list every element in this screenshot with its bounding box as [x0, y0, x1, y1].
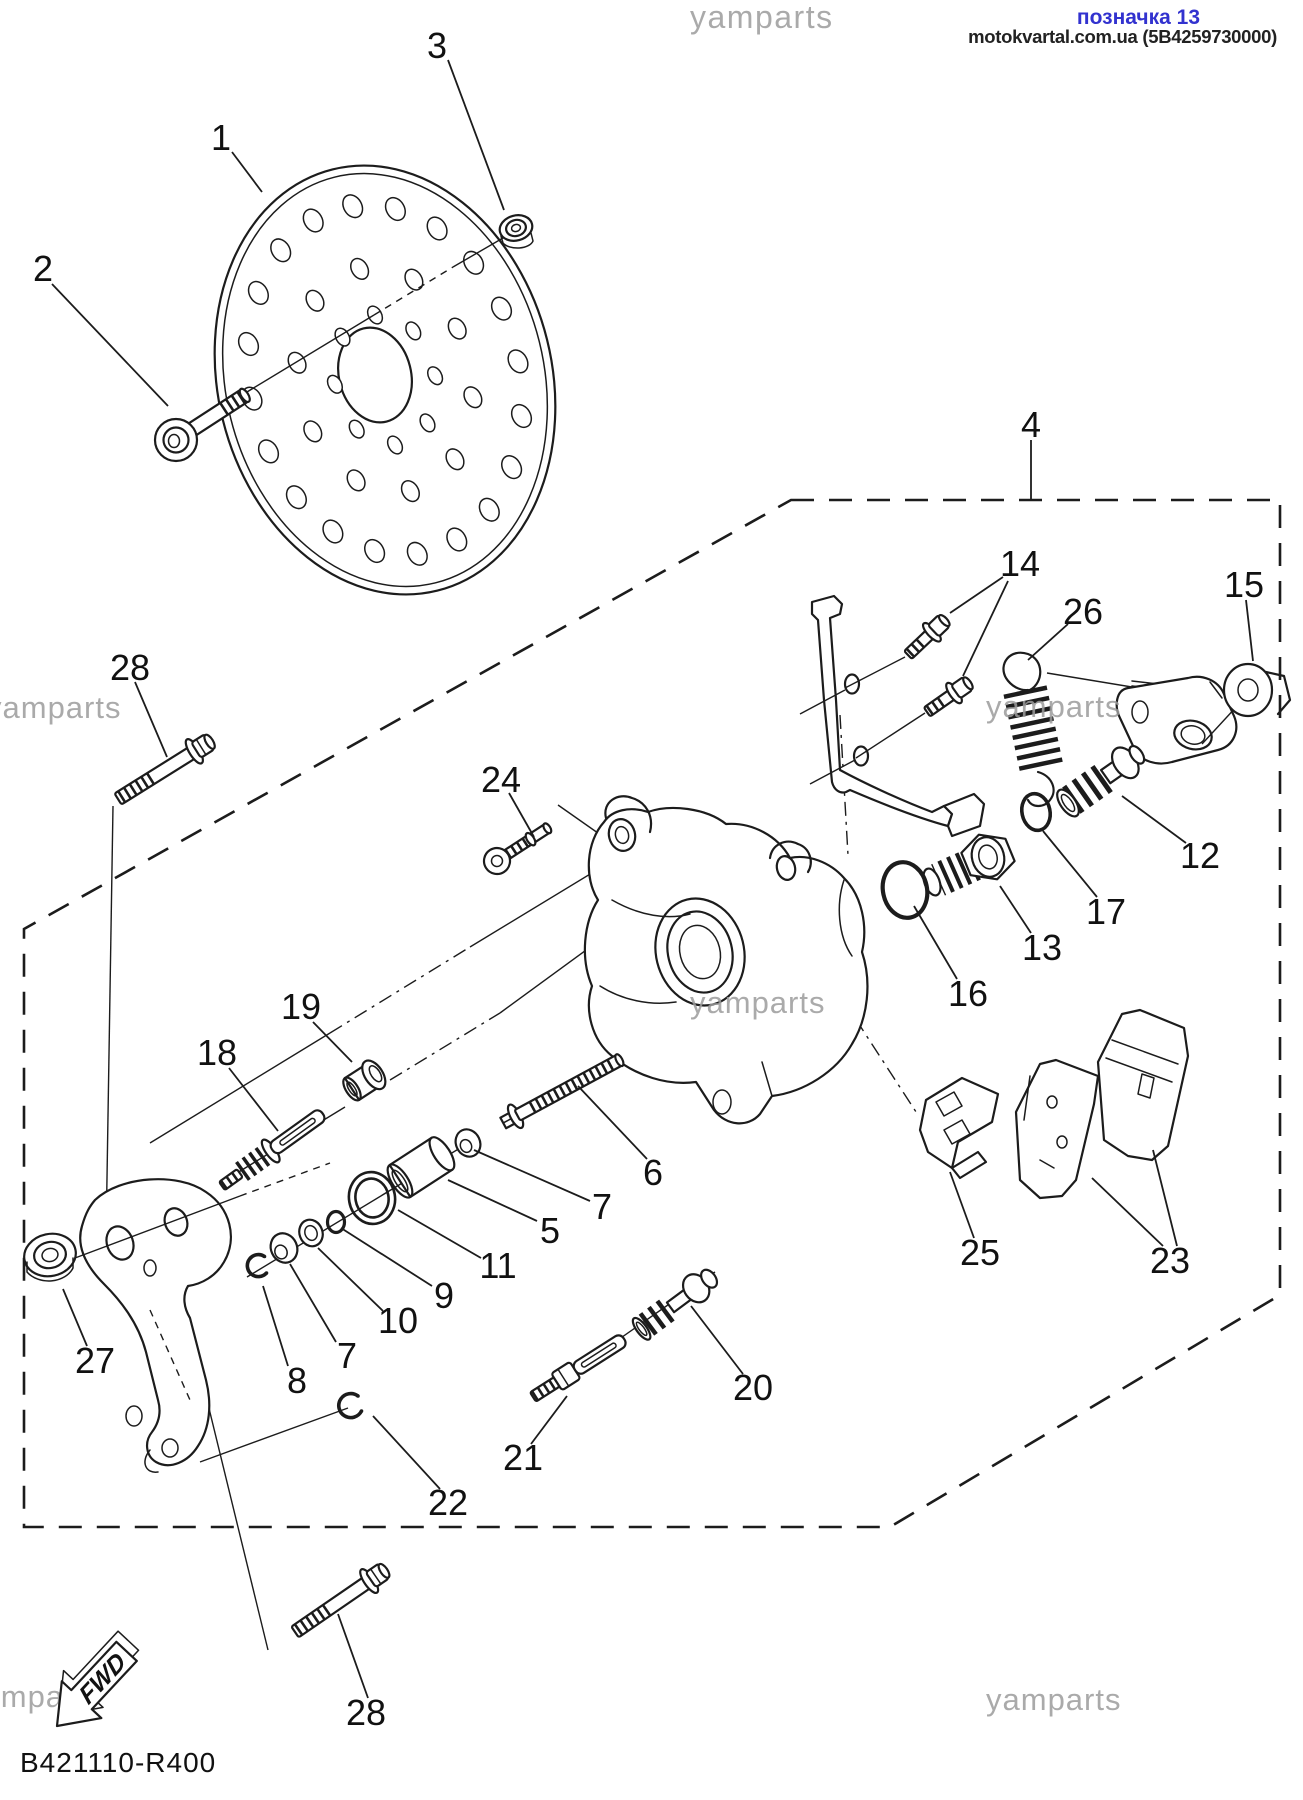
callout-8: 8	[287, 1360, 307, 1401]
push-rod	[218, 1109, 326, 1191]
actuator-lever	[1115, 675, 1238, 765]
drawing-code: B421110-R400	[20, 1747, 216, 1778]
caliper-body	[583, 795, 869, 1125]
bleed-screw	[482, 822, 553, 876]
callout-15: 15	[1224, 564, 1264, 605]
stay-bracket	[799, 594, 986, 838]
watermark-top: yamparts	[690, 0, 834, 35]
callout-28a: 28	[110, 647, 150, 688]
bracket-bolt-b	[923, 676, 974, 717]
watermark-center: yamparts	[690, 985, 825, 1020]
brake-pad-outer	[1096, 1008, 1190, 1162]
callout-labels: 1 2 3 4 5 6 7 7 8 9 10 11 12 13 14 15 16…	[33, 25, 1264, 1733]
watermark-left: yamparts	[0, 690, 121, 725]
oring-16	[880, 860, 930, 920]
caliper-bore	[654, 897, 746, 1007]
callout-9: 9	[434, 1275, 454, 1316]
washer-lower	[269, 1232, 299, 1264]
seal-ring	[347, 1170, 397, 1226]
piston-cup	[386, 1136, 456, 1199]
return-spring	[1002, 651, 1064, 808]
callout-27: 27	[75, 1340, 115, 1381]
watermark-right: yamparts	[986, 689, 1121, 724]
callout-13: 13	[1022, 927, 1062, 968]
oring-17	[1019, 791, 1053, 833]
site-ref: motokvartal.com.ua (5B4259730000)	[968, 26, 1277, 47]
callout-7b: 7	[337, 1335, 357, 1376]
diagram-art	[22, 164, 1292, 1651]
callout-6: 6	[643, 1152, 663, 1193]
callout-7a: 7	[592, 1186, 612, 1227]
caliper-pivot-lug	[607, 818, 637, 852]
callout-14: 14	[1000, 543, 1040, 584]
washer-upper	[454, 1128, 482, 1158]
leader-lines	[51, 59, 1254, 1699]
mount-bolt-upper-axis	[105, 805, 114, 1241]
brake-pad-inner	[1014, 1058, 1100, 1200]
callout-24: 24	[481, 759, 521, 800]
mount-bolt-upper	[114, 733, 216, 805]
watermark-bottom-right: yamparts	[986, 1682, 1121, 1717]
bracket-bolt-a	[903, 614, 951, 660]
callout-26: 26	[1063, 591, 1103, 632]
assembly-boundary	[22, 498, 1282, 1529]
callout-1: 1	[211, 117, 231, 158]
mount-bolt-lower	[290, 1562, 391, 1638]
callout-5: 5	[540, 1210, 560, 1251]
disc-nut	[498, 214, 534, 249]
pad-pin	[529, 1334, 627, 1402]
torque-bracket	[79, 1178, 232, 1473]
callout-17: 17	[1086, 891, 1126, 932]
watermarks: yamparts yamparts yamparts yamparts yamp…	[0, 0, 1121, 1717]
disc-axis	[241, 237, 504, 396]
callout-16: 16	[948, 973, 988, 1014]
adjuster-boot	[1056, 744, 1146, 818]
mount-bolt-lower-axis	[204, 1391, 269, 1651]
pin-boot	[631, 1268, 719, 1341]
callout-18: 18	[197, 1032, 237, 1073]
callout-4: 4	[1021, 404, 1041, 445]
callout-3: 3	[427, 25, 447, 66]
bracket-nut	[23, 1232, 77, 1282]
callout-10: 10	[378, 1300, 418, 1341]
circlip-8	[245, 1252, 269, 1279]
seal-washer	[298, 1218, 324, 1248]
callout-22: 22	[428, 1482, 468, 1523]
disc-mount-bolt	[153, 387, 251, 463]
callout-20: 20	[733, 1367, 773, 1408]
callout-12: 12	[1180, 835, 1220, 876]
lever-nut	[1222, 662, 1292, 718]
header: позначка 13 motokvartal.com.ua (5B425973…	[968, 6, 1277, 47]
pin-clip	[337, 1391, 364, 1420]
rod-bushing	[342, 1059, 387, 1102]
mark-label: позначка 13	[1077, 6, 1200, 29]
callout-11: 11	[479, 1245, 516, 1286]
oring-9	[325, 1209, 347, 1235]
callout-28b: 28	[346, 1692, 386, 1733]
callout-2: 2	[33, 248, 53, 289]
disc-vent-holes	[237, 194, 533, 566]
tension-adjuster	[922, 833, 1016, 897]
callout-23: 23	[1150, 1240, 1190, 1281]
bracket-axis	[74, 1162, 349, 1463]
pad-shim	[918, 1076, 1000, 1180]
callout-21: 21	[503, 1437, 543, 1478]
brake-disc	[213, 164, 557, 596]
callout-19: 19	[281, 986, 321, 1027]
adjusting-bolt	[499, 1053, 625, 1130]
callout-25: 25	[960, 1232, 1000, 1273]
